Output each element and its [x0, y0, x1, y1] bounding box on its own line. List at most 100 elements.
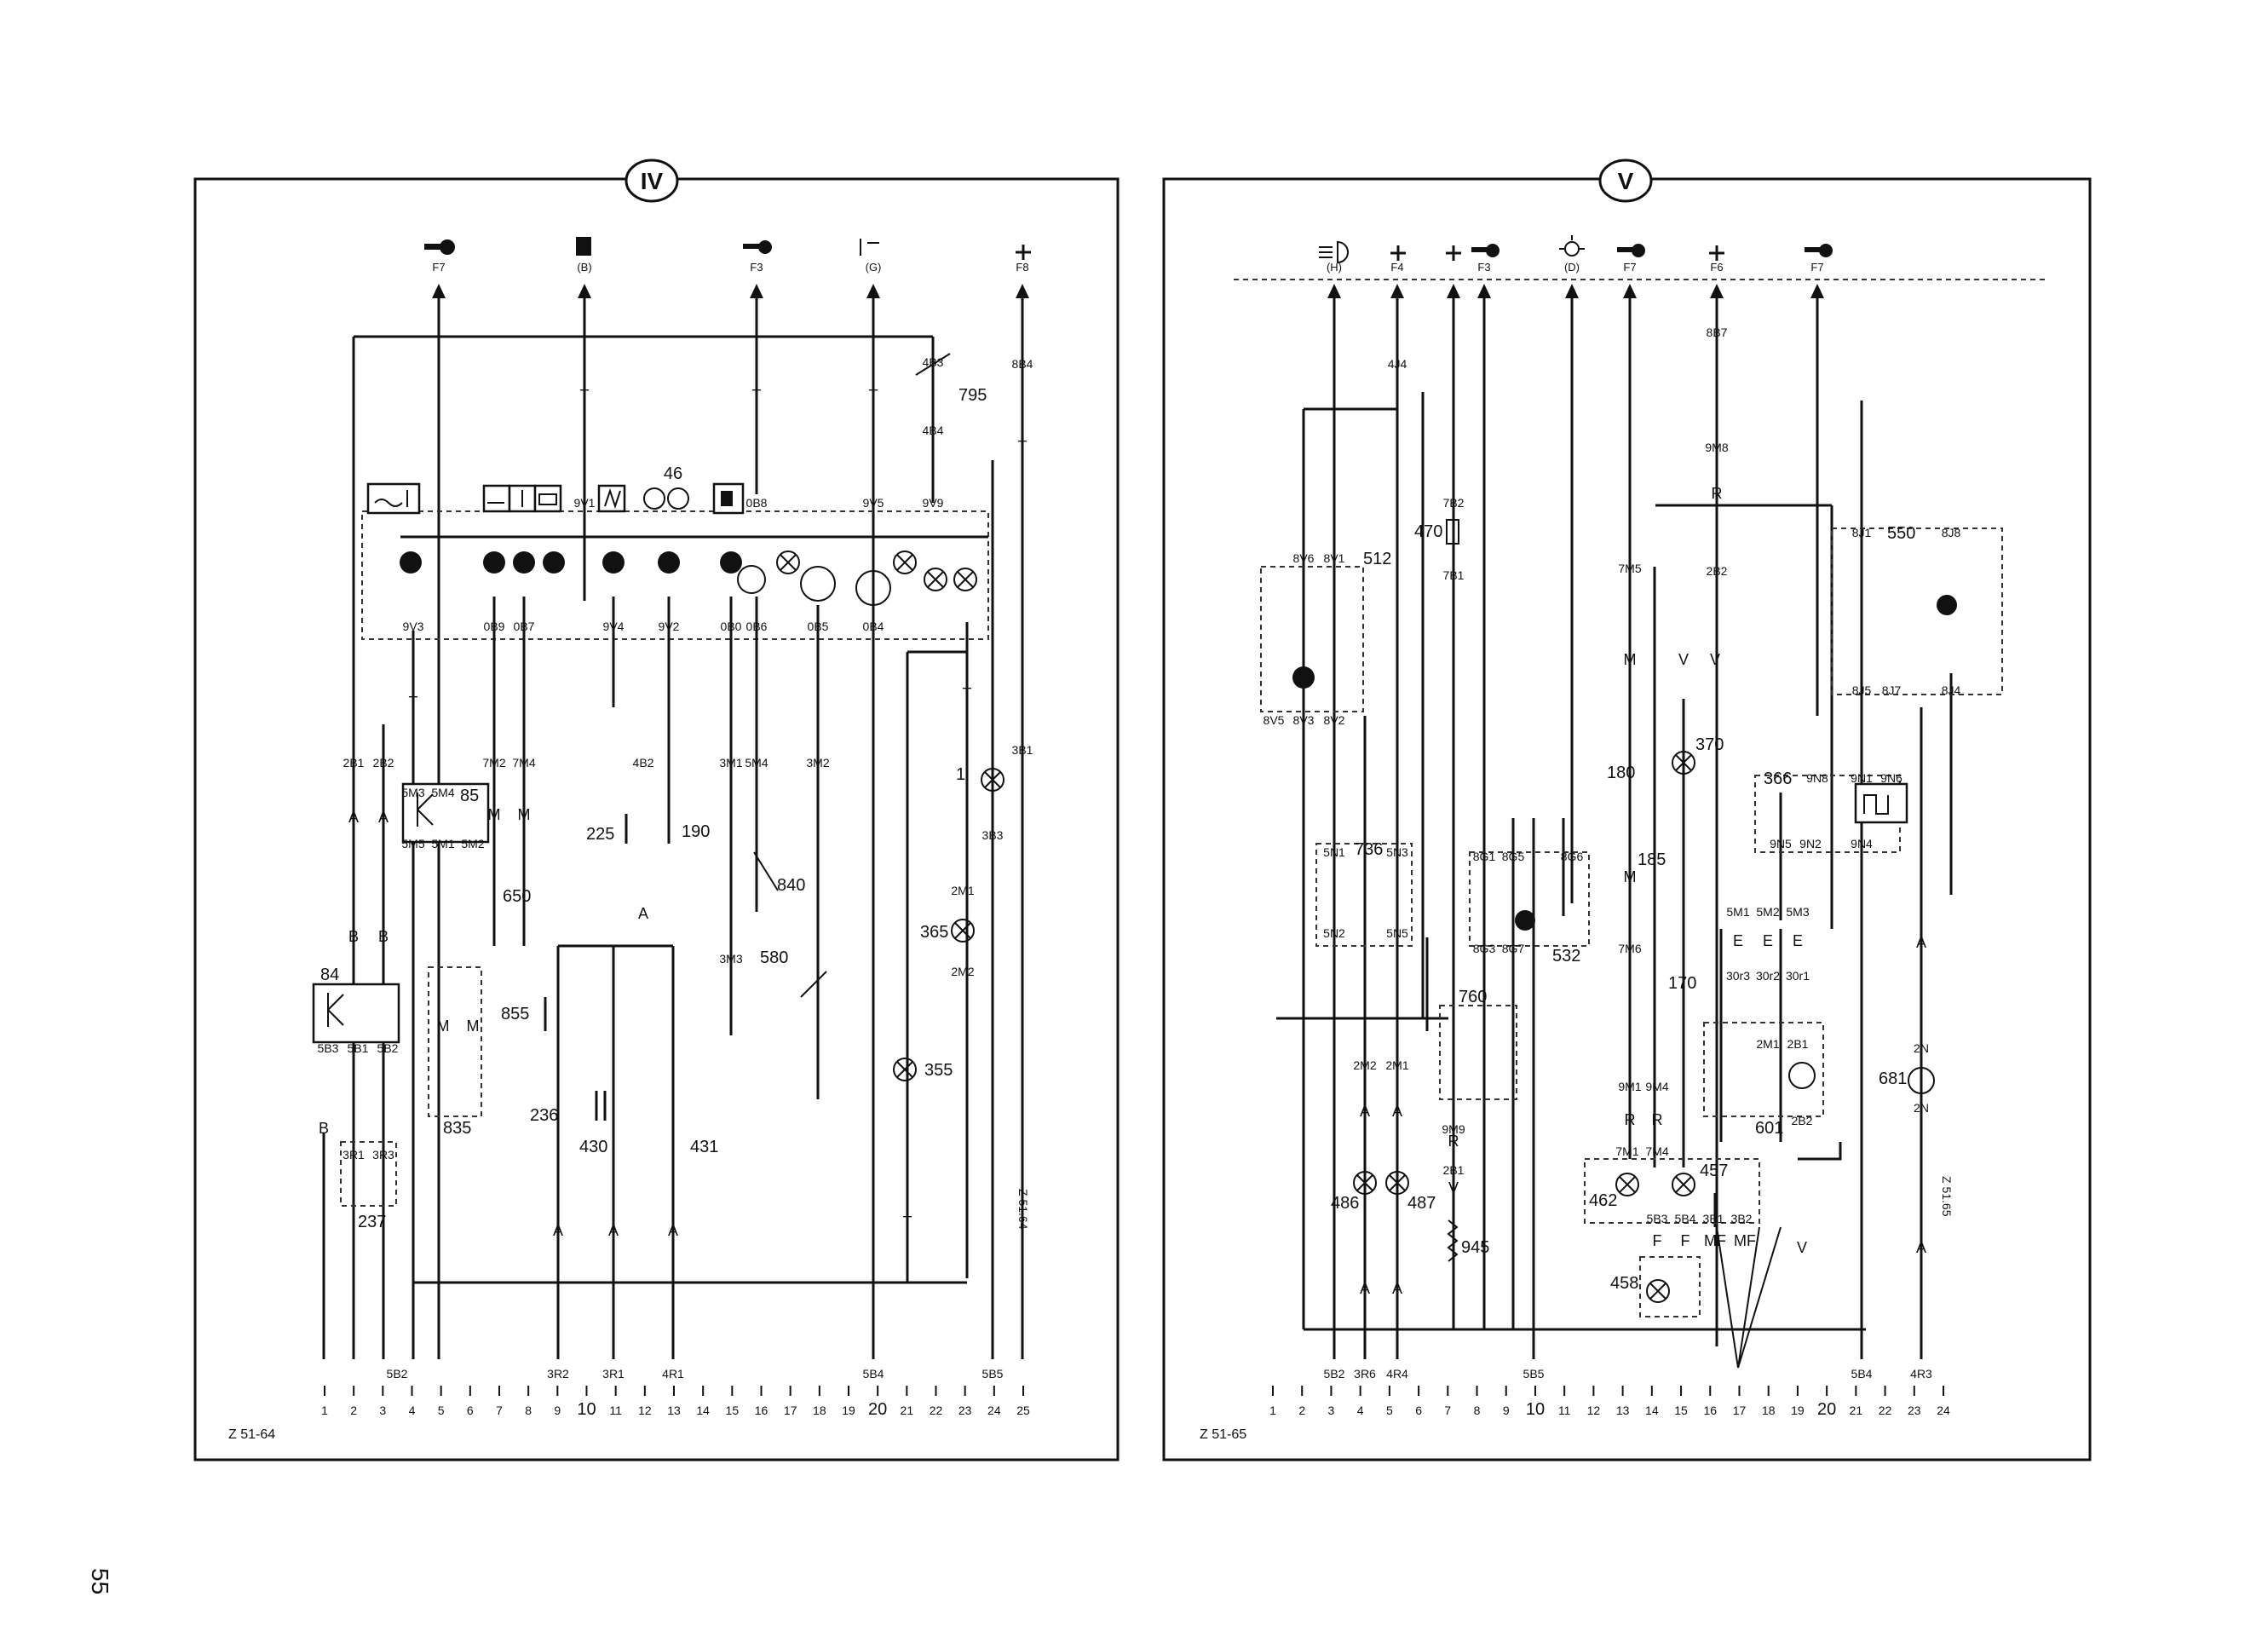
connector-9v3: 9V3: [403, 620, 424, 633]
component-225: 225: [586, 825, 614, 844]
brake-fluid-icon: [508, 484, 537, 513]
ignition-key-icon: [743, 240, 772, 254]
scale-label: 7: [1444, 1404, 1451, 1417]
connector-4b4: 4B4: [923, 424, 944, 437]
connector-5b4b: 5B4: [1851, 1367, 1873, 1381]
scale-label: 1: [1269, 1404, 1276, 1417]
connector-9n8: 9N8: [1806, 771, 1828, 785]
lamp-462: [1615, 1173, 1639, 1196]
connector-3r2: 3R2: [547, 1367, 569, 1381]
connector-3b1: 3B1: [1703, 1212, 1724, 1225]
scale-label: 18: [813, 1404, 826, 1417]
connector-3r3: 3R3: [372, 1148, 394, 1162]
component-1: 1: [956, 765, 965, 784]
wire-color: V: [1448, 1179, 1459, 1196]
connector-8j7: 8J7: [1882, 683, 1902, 697]
scale-label: 4: [409, 1404, 416, 1417]
connector-0b6: 0B6: [746, 620, 768, 633]
scale-label: 12: [638, 1404, 652, 1417]
lamp-365: [951, 919, 975, 943]
panel-v-connectors: 4J4 7B2 7B1 8V6 8V1 8V5 8V3 8V2 5N1 5N3 …: [1264, 326, 1961, 1381]
component-458: 458: [1610, 1274, 1638, 1293]
connector-2b2: 2B2: [373, 756, 394, 770]
panel-iv-frame: [193, 177, 1120, 1461]
scale-label: 8: [525, 1404, 532, 1417]
wire-color: T: [903, 1214, 912, 1231]
scale-label: 23: [1908, 1404, 1921, 1417]
connector-5b1: 5B1: [348, 1041, 369, 1055]
scale-label: 8: [1474, 1404, 1481, 1417]
component-736-box: [1315, 843, 1413, 947]
scale-label: 4: [1357, 1404, 1364, 1417]
connector-8j1: 8J1: [1852, 526, 1872, 539]
wire-color: V: [1710, 651, 1720, 668]
scale-label: 9: [1503, 1404, 1510, 1417]
connector-8v2: 8V2: [1324, 713, 1345, 727]
scale-label: 16: [755, 1404, 768, 1417]
wire-color: R: [1448, 1133, 1459, 1150]
connector-9n4: 9N4: [1851, 837, 1873, 850]
connector-3b3: 3B3: [982, 828, 1004, 842]
headlamp-icon: [1319, 240, 1349, 264]
warning-lamp: [483, 551, 505, 574]
connector-5n1: 5N1: [1323, 845, 1345, 859]
wire-color: B: [378, 928, 389, 945]
component-795: 795: [958, 386, 987, 405]
wire-color: M: [518, 806, 531, 823]
connector-5m3: 5M3: [1786, 905, 1809, 919]
scale-label: 14: [1645, 1404, 1659, 1417]
scale-label: 19: [842, 1404, 855, 1417]
connector-0b0: 0B0: [721, 620, 742, 633]
warning-lamp: [602, 551, 625, 574]
panel-iv-feeds: [432, 284, 1029, 1359]
connector-0b7: 0B7: [514, 620, 535, 633]
top-ref-f6: F6: [1710, 261, 1723, 274]
connector-3b1: 3B1: [1012, 743, 1033, 757]
lamp-355: [893, 1058, 917, 1081]
connector-5m5: 5M5: [401, 837, 424, 850]
connector-8b7: 8B7: [1707, 326, 1728, 339]
wiper-icon: [860, 239, 879, 256]
connector-9m1: 9M1: [1618, 1080, 1641, 1093]
connector-5b4: 5B4: [1675, 1212, 1696, 1225]
component-512: 512: [1363, 550, 1391, 568]
connector-3r6: 3R6: [1354, 1367, 1376, 1381]
connector-4j4: 4J4: [1388, 357, 1407, 371]
choke-icon: [597, 484, 626, 513]
wire-color: R: [1712, 485, 1723, 502]
connector-3m2: 3M2: [806, 756, 829, 770]
connector-9m4: 9M4: [1645, 1080, 1668, 1093]
wire-color: B: [319, 1120, 329, 1137]
component-457: 457: [1700, 1162, 1728, 1180]
page-number: 55: [87, 1568, 113, 1594]
wire-color: M: [467, 1018, 480, 1035]
component-760: 760: [1459, 988, 1487, 1006]
wire-color: A: [348, 809, 359, 826]
scale-label: 3: [1328, 1404, 1335, 1417]
panel-v-component-labels: 512 736 470 760 945 486 487 532 180 185 …: [1331, 522, 1915, 1293]
connector-3r1b: 3R1: [343, 1148, 365, 1162]
component-84: 84: [320, 966, 339, 984]
connector-2m2: 2M2: [951, 965, 974, 978]
component-945: 945: [1461, 1238, 1489, 1257]
connector-3m3: 3M3: [719, 952, 742, 966]
lamp-532: [1515, 910, 1535, 931]
lamp-550: [1937, 595, 1957, 615]
connector-8g7: 8G7: [1502, 942, 1525, 955]
motor-681: [1908, 1067, 1935, 1094]
rheostat-795: [915, 353, 951, 376]
component-180: 180: [1607, 764, 1635, 782]
component-355: 355: [924, 1061, 953, 1080]
wire-color: MF: [1704, 1232, 1726, 1249]
connector-5m2: 5M2: [1756, 905, 1779, 919]
component-580: 580: [760, 948, 788, 967]
panel-v-roman: V: [1618, 168, 1634, 194]
ignition-key-icon: [1617, 244, 1645, 257]
connector-4r4: 4R4: [1386, 1367, 1408, 1381]
lamp-457: [1672, 1173, 1695, 1196]
wire-color: A: [378, 809, 389, 826]
component-85: 85: [460, 787, 479, 805]
tachometer-gauge: [855, 570, 891, 606]
scale-label: 14: [696, 1404, 710, 1417]
